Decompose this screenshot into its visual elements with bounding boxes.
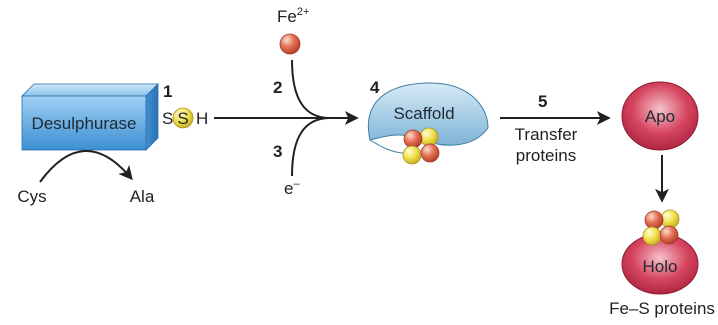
cys-to-ala-arrow	[39, 150, 133, 183]
desulphurase-label: Desulphurase	[32, 114, 137, 133]
step-2-number: 2	[273, 78, 282, 97]
apo-label: Apo	[645, 107, 675, 126]
holo-protein: Holo	[621, 233, 699, 295]
scaffold-label: Scaffold	[393, 104, 454, 123]
scaffold-protein: Scaffold	[368, 82, 489, 154]
electron-label: e–	[284, 178, 300, 198]
transfer-label-line1: Transfer	[515, 125, 578, 144]
electron-input-curve	[291, 117, 331, 177]
iron-label: Fe2+	[277, 6, 309, 26]
scaffold-fe-s-cluster	[402, 127, 440, 165]
desulphurase-enzyme: Desulphurase	[21, 83, 159, 151]
persulfide-group: S S H	[162, 107, 208, 129]
step-1-number: 1	[163, 82, 172, 101]
step-5-number: 5	[538, 92, 547, 111]
fe-s-proteins-label: Fe–S proteins	[609, 299, 715, 318]
hydrogen-label: H	[196, 109, 208, 128]
cys-label: Cys	[17, 187, 46, 206]
transfer-label-line2: proteins	[516, 146, 576, 165]
apo-protein: Apo	[621, 81, 699, 151]
holo-label: Holo	[643, 257, 678, 276]
sulfur-label-1: S	[162, 109, 173, 128]
iron-input-curve	[291, 59, 331, 119]
holo-fe-s-cluster	[642, 209, 680, 246]
step-4-number: 4	[370, 78, 380, 97]
ala-label: Ala	[130, 187, 155, 206]
sulfur-label-2: S	[177, 109, 188, 128]
sulfur-atom	[172, 107, 194, 129]
step-3-number: 3	[273, 142, 282, 161]
iron-ion	[279, 33, 301, 55]
